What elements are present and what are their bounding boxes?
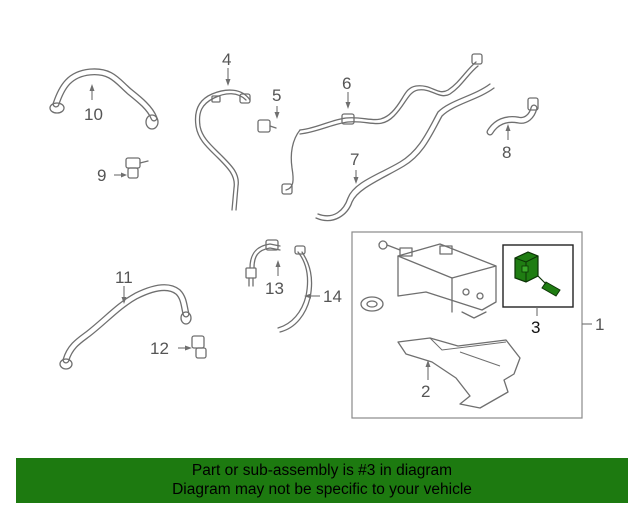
part-4-tube[interactable] [194, 68, 251, 211]
callout-10: 10 [84, 105, 103, 124]
canister[interactable] [378, 240, 497, 319]
callout-7: 7 [350, 150, 359, 169]
callout-13: 13 [265, 279, 284, 298]
part-3-valve-highlighted[interactable] [514, 251, 561, 297]
part-9-sensor[interactable] [114, 157, 149, 179]
part-7-tube[interactable] [315, 83, 495, 222]
callout-6: 6 [342, 74, 351, 93]
callout-9: 9 [97, 166, 106, 185]
part-2-bracket[interactable] [397, 337, 521, 409]
callout-5: 5 [272, 86, 281, 105]
part-10-hose[interactable] [49, 68, 159, 130]
info-banner: Part or sub-assembly is #3 in diagram Di… [16, 458, 628, 503]
part-11-hose[interactable] [59, 284, 192, 370]
banner-line-2: Diagram may not be specific to your vehi… [172, 481, 472, 498]
part-12-valve[interactable] [178, 335, 207, 359]
banner-line-1: Part or sub-assembly is #3 in diagram [191, 462, 453, 479]
part-8-hose[interactable] [486, 97, 539, 140]
callout-8: 8 [502, 143, 511, 162]
grommet[interactable] [360, 296, 384, 312]
part-5-valve[interactable] [257, 106, 280, 133]
callout-12: 12 [150, 339, 169, 358]
assembly-box-1 [351, 231, 583, 419]
callout-1: 1 [595, 315, 604, 334]
callout-11: 11 [115, 268, 133, 287]
part-13-sensor[interactable] [245, 239, 281, 287]
callout-3: 3 [531, 318, 540, 337]
callout-4: 4 [222, 50, 231, 69]
callout-14: 14 [323, 287, 342, 306]
part-6-tube[interactable] [281, 53, 483, 195]
part-14-hose[interactable] [277, 245, 320, 333]
callout-2: 2 [421, 382, 430, 401]
